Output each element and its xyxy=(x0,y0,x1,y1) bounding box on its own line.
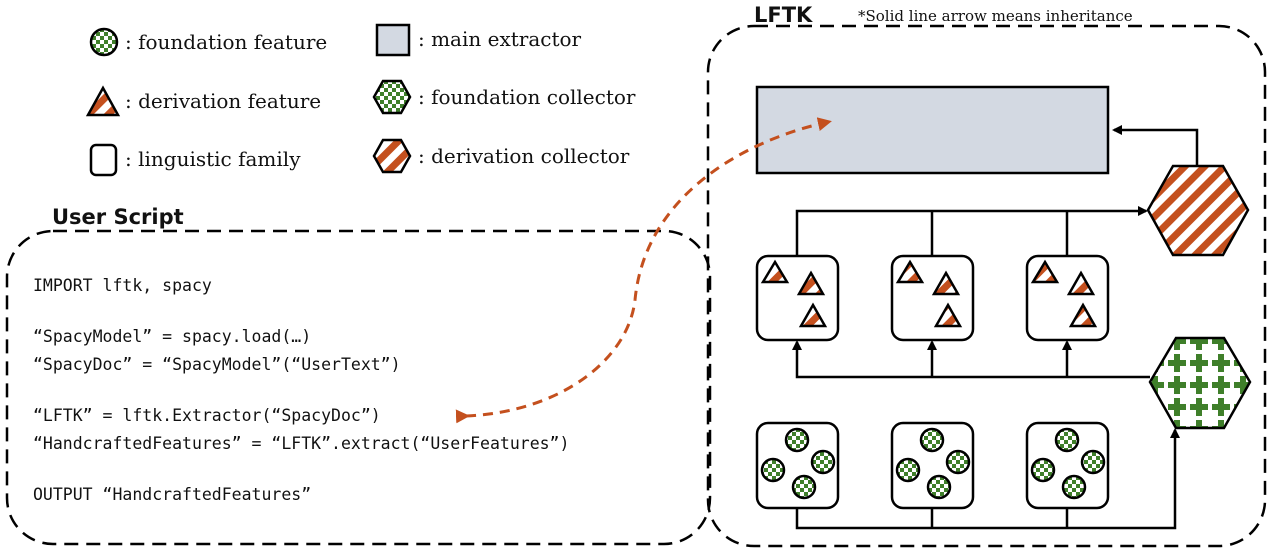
code-line-extractor: “LFTK” = lftk.Extractor(“SpacyDoc”) xyxy=(33,406,381,425)
derivation-collector-legend-icon xyxy=(372,138,412,174)
main-extractor-legend-icon xyxy=(375,23,411,57)
foundation-feature-legend-icon xyxy=(89,27,119,57)
lftk-title: LFTK xyxy=(754,3,813,27)
derivation-family-3 xyxy=(1025,254,1110,342)
derivation-family-1 xyxy=(755,254,840,342)
user-to-extractor-arrow xyxy=(455,117,832,424)
derivation-collector-legend-label: : derivation collector xyxy=(418,144,630,168)
user-script-title: User Script xyxy=(52,205,184,229)
foundation-collector xyxy=(1148,336,1252,430)
derivation-family-2 xyxy=(890,254,975,342)
derivation-feature-legend-label: : derivation feature xyxy=(125,89,321,113)
legend: : foundation feature : derivation featur… xyxy=(85,23,636,177)
linguistic-family-legend-icon xyxy=(89,143,118,177)
code-line-make-doc: “SpacyDoc” = “SpacyModel”(“UserText”) xyxy=(33,355,401,374)
code-line-load-model: “SpacyModel” = spacy.load(…) xyxy=(33,327,311,346)
code-line-import: IMPORT lftk, spacy xyxy=(33,276,212,295)
foundation-collector-legend-icon xyxy=(372,79,412,115)
main-extractor-legend-label: : main extractor xyxy=(418,27,582,51)
inheritance-note: *Solid line arrow means inheritance xyxy=(858,7,1133,25)
code-line-extract: “HandcraftedFeatures” = “LFTK”.extract(“… xyxy=(33,434,569,453)
foundation-family-3 xyxy=(1025,421,1110,510)
inheritance-connectors xyxy=(792,125,1199,530)
linguistic-family-legend-label: : linguistic family xyxy=(125,147,301,171)
main-extractor xyxy=(755,85,1110,175)
derivation-collector xyxy=(1146,164,1250,257)
foundation-family-1 xyxy=(755,421,840,510)
foundation-family-2 xyxy=(890,421,975,510)
derivation-feature-legend-icon xyxy=(85,85,121,117)
foundation-feature-legend-label: : foundation feature xyxy=(125,30,327,54)
foundation-collector-legend-label: : foundation collector xyxy=(418,85,636,109)
code-line-output: OUTPUT “HandcraftedFeatures” xyxy=(33,485,311,504)
